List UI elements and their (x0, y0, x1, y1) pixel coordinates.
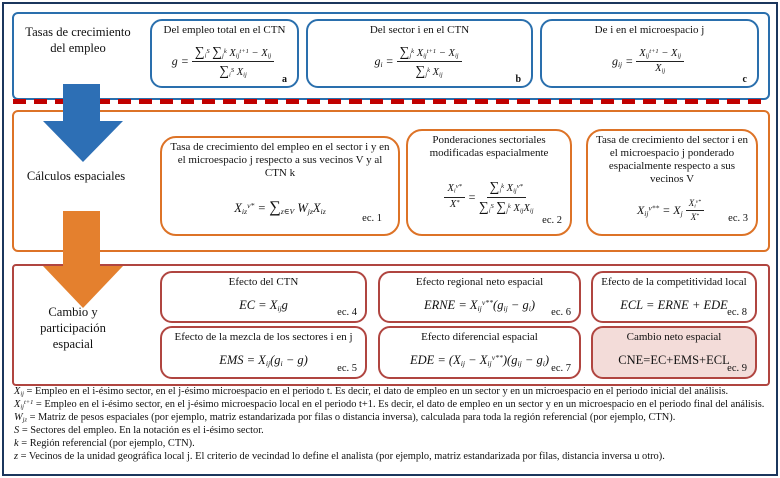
box-title: De i en el microespacio j (594, 24, 705, 36)
box-title: Ponderaciones sectoriales modificadas es… (429, 134, 549, 159)
down-arrow-orange-stem (63, 211, 100, 267)
equation-number: ec. 1 (362, 213, 382, 224)
box-ec9-net-spatial-change: Cambio neto espacial CNE=EC+EMS+ECL ec. … (591, 326, 757, 379)
formula-ec9: CNE=EC+EMS+ECL (618, 353, 730, 367)
equation-number: ec. 5 (337, 363, 357, 374)
box-growth-sector-ctn: Del sector i en el CTN gi = ∑jk Xijt+1 −… (306, 19, 533, 88)
label-spatial-shift-share: Cambio y participación espacial (40, 305, 106, 351)
formula-ec8: ECL = ERNE + EDE (620, 297, 728, 312)
box-ec2-sector-weights: Ponderaciones sectoriales modificadas es… (406, 129, 572, 236)
box-ec1-neighbor-weighted-employment: Tasa de crecimiento del empleo en el sec… (160, 136, 400, 236)
footnote-line: z = Vecinos de la unidad geográfica loca… (14, 450, 665, 462)
box-ec3-weighted-growth: Tasa de crecimiento del sector i en el m… (586, 129, 758, 236)
box-title: Efecto diferencial espacial (421, 331, 538, 343)
red-dashed-divider (13, 99, 767, 104)
box-title: Efecto de la competitividad local (601, 276, 747, 288)
formula-ec7: EDE = (Xij − Xijv**)(gij − gi) (409, 353, 550, 368)
equation-number: ec. 7 (551, 363, 571, 374)
equation-letter: a (282, 74, 287, 85)
fraction-left: Xiv* X* (444, 183, 465, 210)
box-title: Del empleo total en el CTN (163, 24, 286, 36)
formula-ec4: EC = Xijg (239, 297, 288, 313)
variable-definitions: Xij = Empleo en el i-ésimo sector, en el… (14, 386, 768, 463)
box-ec6-net-spatial-regional-effect: Efecto regional neto espacial ERNE = Xij… (378, 271, 581, 323)
formula-ec6: ERNE = Xijv**(gij − gi) (423, 297, 536, 313)
box-title: Tasa de crecimiento del sector i en el m… (596, 134, 748, 185)
footnote-line: Xijt+1 = Empleo en el i-ésimo sector, en… (14, 398, 765, 411)
box-title: Efecto del CTN (228, 276, 299, 288)
box-title: Efecto regional neto espacial (415, 276, 544, 288)
equation-letter: c (742, 74, 747, 85)
formula-a: g = ∑iS ∑jk Xijt+1 − Xij ∑iS Xij (152, 37, 297, 86)
label-spatial-calculations: Cálculos espaciales (26, 169, 126, 183)
box-ec8-local-competitiveness-effect: Efecto de la competitividad local ECL = … (591, 271, 757, 323)
down-arrow-blue-icon (43, 121, 123, 162)
formula-c: gij = Xijt+1 − Xij Xij (542, 37, 757, 86)
fraction: Xijt+1 − Xij Xij (636, 48, 685, 75)
footnote-line: S = Sectores del empleo. En la notación … (14, 424, 264, 436)
equation-number: ec. 4 (337, 307, 357, 318)
equation-number: ec. 6 (551, 307, 571, 318)
fraction-right: ∑ik Xijv* ∑iS ∑jk XijXij (478, 179, 534, 215)
equation-number: ec. 9 (727, 363, 747, 374)
footnote-line: Wjz = Matriz de pesos espaciales (por ej… (14, 411, 676, 424)
equation-number: ec. 8 (727, 307, 747, 318)
down-arrow-orange-icon (43, 266, 123, 308)
formula-ec1: Xizv* = ∑z∈V WjzXiz (234, 197, 326, 216)
box-title: Cambio neto espacial (626, 331, 722, 343)
footnote-line: k = Región referencial (por ejemplo, CTN… (14, 437, 195, 449)
box-ec7-spatial-differential-effect: Efecto diferencial espacial EDE = (Xij −… (378, 326, 581, 379)
box-ec4-ctn-effect: Efecto del CTN EC = Xijg ec. 4 (160, 271, 367, 323)
formula-ec3: Xijv** = Xj Xiv* X* (588, 186, 756, 234)
box-title: Efecto de la mezcla de los sectores i en… (174, 331, 353, 343)
footnote-line: Xij = Empleo en el i-ésimo sector, en el… (14, 386, 729, 398)
equation-number: ec. 3 (728, 213, 748, 224)
fraction: ∑jk Xijt+1 − Xij ∑jk Xij (396, 44, 462, 79)
equation-letter: b (515, 74, 521, 85)
label-growth-rates: Tasas de crecimiento del empleo (25, 25, 131, 55)
box-growth-total-ctn: Del empleo total en el CTN g = ∑iS ∑jk X… (150, 19, 299, 88)
formula-b: gi = ∑jk Xijt+1 − Xij ∑jk Xij (308, 37, 531, 86)
box-title: Del sector i en el CTN (369, 24, 470, 36)
box-ec5-sector-mix-effect: Efecto de la mezcla de los sectores i en… (160, 326, 367, 379)
formula-ec2: Xiv* X* = ∑ik Xijv* ∑iS ∑jk XijXij (408, 160, 570, 234)
down-arrow-blue-stem (63, 84, 100, 122)
fraction: Xiv* X* (685, 198, 705, 222)
box-growth-microspace: De i en el microespacio j gij = Xijt+1 −… (540, 19, 759, 88)
equation-number: ec. 2 (542, 215, 562, 226)
fraction: ∑iS ∑jk Xijt+1 − Xij ∑iS Xij (191, 44, 275, 79)
box-title: Tasa de crecimiento del empleo en el sec… (170, 141, 390, 179)
formula-ec5: EMS = Xij(gi − g) (219, 353, 308, 368)
